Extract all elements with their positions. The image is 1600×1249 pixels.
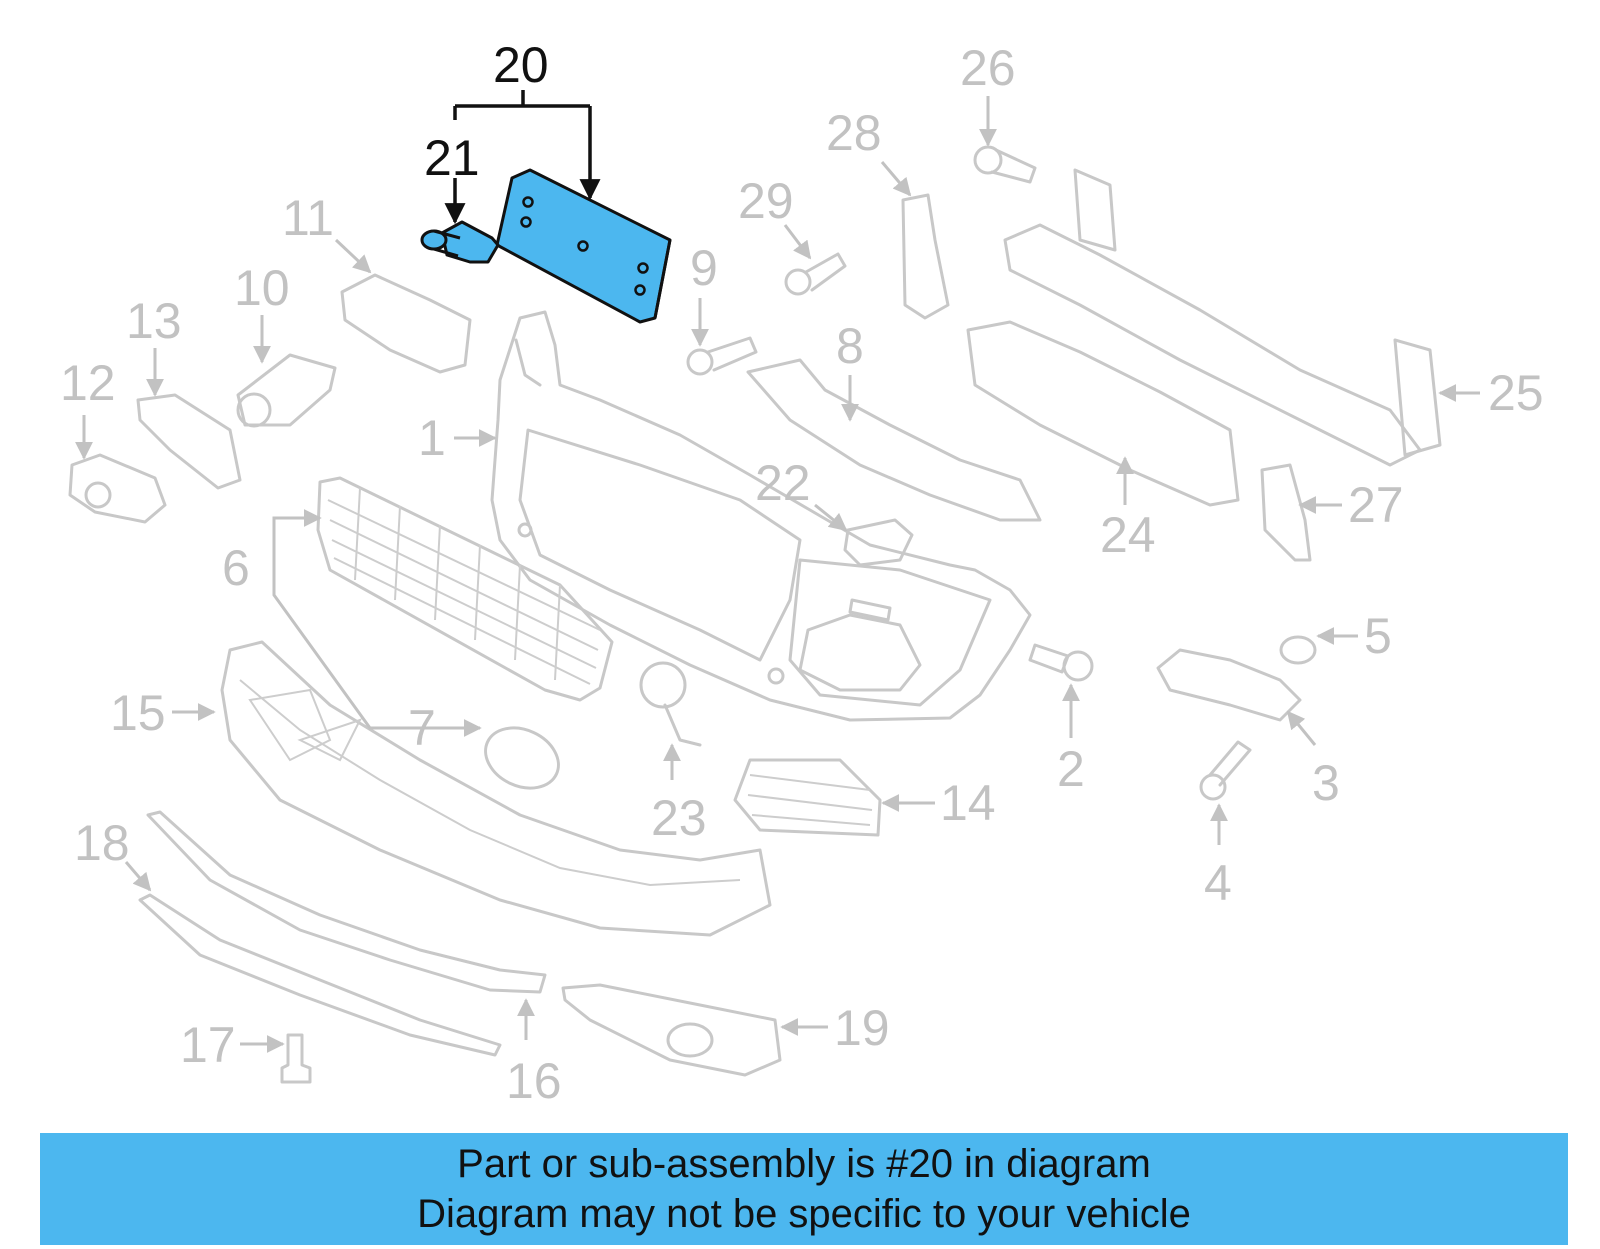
callout-25: 25 — [1488, 365, 1544, 421]
callout-3: 3 — [1312, 755, 1340, 811]
callout-1: 1 — [418, 410, 446, 466]
highlighted-parts — [420, 168, 672, 324]
callout-26: 26 — [960, 40, 1016, 96]
part-bracket-27 — [1260, 463, 1312, 562]
banner-line-part: Part or sub-assembly is #20 in diagram — [457, 1142, 1151, 1186]
callout-7: 7 — [408, 700, 436, 756]
parts-line-art — [68, 145, 1442, 1084]
callout-8: 8 — [836, 318, 864, 374]
callout-24: 24 — [1100, 507, 1156, 563]
part-bolt-29 — [784, 252, 847, 296]
part-emblem-cover — [484, 726, 560, 790]
callout-16: 16 — [506, 1053, 562, 1109]
part-bolt-26 — [973, 145, 1037, 184]
part-fog-bezel — [561, 983, 782, 1077]
callout-28: 28 — [826, 105, 882, 161]
part-bumper-cover — [490, 310, 1032, 722]
part-bolt-17 — [280, 1033, 312, 1084]
part-energy-absorber — [966, 320, 1240, 507]
callout-9: 9 — [690, 240, 718, 296]
callout-18: 18 — [74, 815, 130, 871]
part-side-bracket — [1156, 648, 1302, 722]
part-bolt-9 — [686, 336, 758, 376]
part-bracket-28 — [901, 193, 950, 320]
part-bracket-13 — [136, 393, 242, 490]
license-plate-clip[interactable] — [420, 220, 500, 264]
callout-12: 12 — [60, 355, 116, 411]
callout-20: 20 — [493, 37, 549, 93]
part-camera — [236, 353, 337, 428]
part-washer-cap — [843, 518, 914, 567]
callout-21: 21 — [424, 130, 480, 186]
callout-29: 29 — [738, 173, 794, 229]
callout-17: 17 — [180, 1017, 236, 1073]
part-sensor-12 — [68, 453, 167, 524]
license-plate-bracket[interactable] — [495, 168, 672, 324]
callout-22: 22 — [755, 455, 811, 511]
banner-line-disclaimer: Diagram may not be specific to your vehi… — [417, 1192, 1191, 1236]
part-tow-cap — [639, 661, 702, 747]
callout-15: 15 — [110, 685, 166, 741]
part-clip-5 — [1279, 635, 1317, 665]
part-trim-strip — [146, 810, 547, 994]
info-banner: Part or sub-assembly is #20 in diagram D… — [40, 1133, 1568, 1245]
part-bracket-11 — [340, 273, 472, 374]
part-screw-4 — [1199, 740, 1252, 801]
leader-lines — [75, 96, 1480, 1053]
callout-27: 27 — [1348, 477, 1404, 533]
callout-14: 14 — [940, 775, 996, 831]
part-lower-strip — [138, 893, 502, 1057]
callout-2: 2 — [1057, 741, 1085, 797]
callout-4: 4 — [1204, 855, 1232, 911]
part-upper-bracket — [746, 358, 1042, 522]
callout-6: 6 — [222, 540, 250, 596]
callout-labels: 1 2 3 4 5 6 7 8 9 10 11 12 13 14 15 16 1… — [60, 37, 1544, 1109]
callout-10: 10 — [234, 260, 290, 316]
part-lower-valance — [220, 640, 772, 937]
leader-lines-highlight — [444, 90, 601, 225]
part-impact-bar — [1003, 168, 1442, 467]
part-bolt-2 — [1028, 643, 1094, 682]
callout-19: 19 — [834, 1000, 890, 1056]
callout-23: 23 — [651, 790, 707, 846]
callout-13: 13 — [126, 293, 182, 349]
callout-5: 5 — [1364, 608, 1392, 664]
part-lower-grille — [316, 476, 614, 702]
part-side-grille — [733, 758, 882, 837]
callout-11: 11 — [282, 190, 334, 246]
